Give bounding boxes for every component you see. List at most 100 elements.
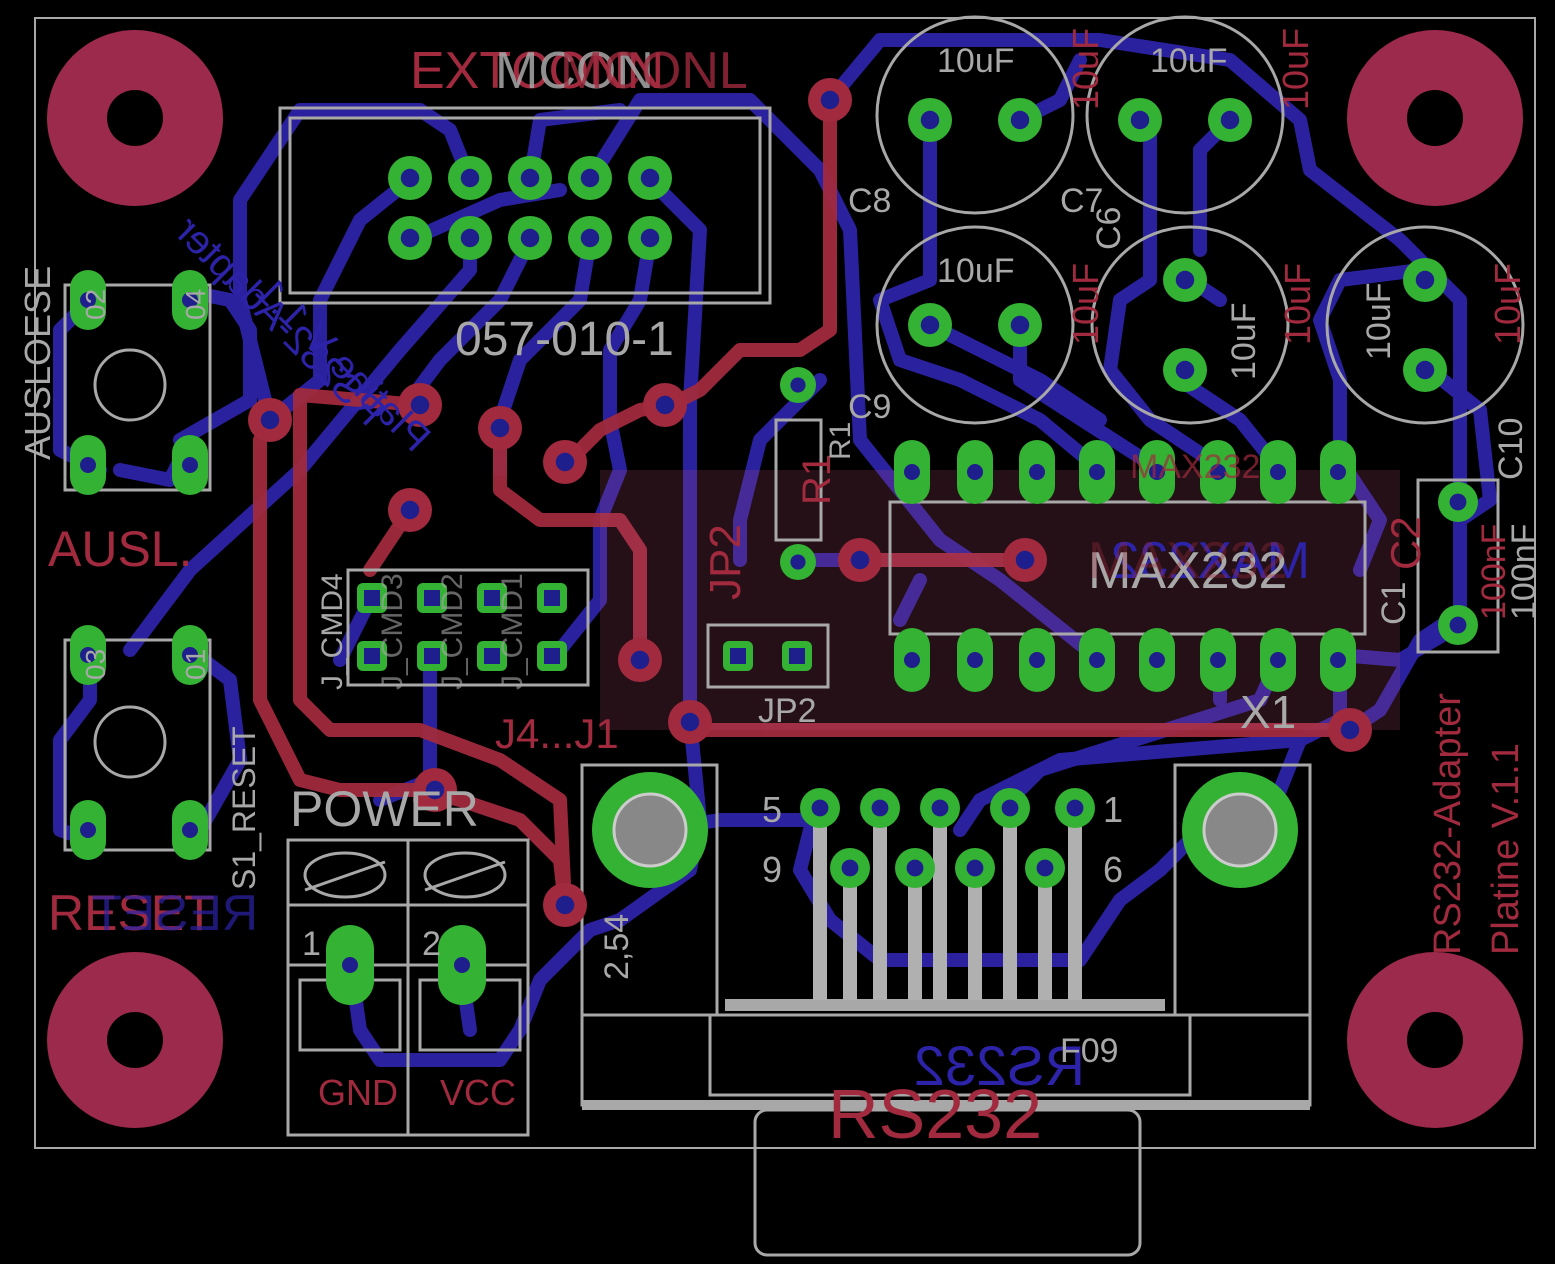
label-cap-red4: 10uF <box>1277 263 1318 345</box>
ic-pad-drill <box>904 652 920 668</box>
via-pad-drill <box>260 410 280 430</box>
via-pad-drill <box>850 550 870 570</box>
ic-pad-drill <box>1029 652 1045 668</box>
label-gnd: GND <box>318 1072 398 1113</box>
ic-pad-drill <box>967 652 983 668</box>
switch-pad-drill <box>80 647 96 663</box>
ic-pad-drill <box>1270 652 1286 668</box>
cap-pad-drill <box>1175 270 1195 290</box>
label-sw-03: 03 <box>80 649 111 680</box>
via-pad-drill <box>425 780 445 800</box>
cap-pad-drill <box>920 110 940 130</box>
label-side-name: RS232-Adapter <box>1427 693 1469 955</box>
power-pad-drill <box>454 957 470 973</box>
db9-pad-drill <box>841 859 859 877</box>
label-x1: X1 <box>1240 686 1296 738</box>
label-c9: C9 <box>848 388 891 426</box>
cap-pad-drill <box>1415 360 1435 380</box>
c12-pad-drill <box>1449 493 1467 511</box>
label-c7: C7 <box>1060 182 1103 220</box>
top-copper-traces <box>253 93 1357 912</box>
label-reset-mirror: RESET <box>91 885 258 941</box>
header-pad-drill <box>520 168 540 188</box>
label-c2: C2 <box>1382 516 1429 570</box>
label-sub-5: 5 <box>762 789 782 830</box>
label-cap1: 10uF <box>937 42 1015 80</box>
label-100nf: 100nF <box>1505 524 1543 620</box>
jcmd-pad-drill <box>544 648 560 664</box>
label-pin2: 2 <box>422 925 441 963</box>
switch-pad-drill <box>182 292 198 308</box>
cap-pad-drill <box>1415 270 1435 290</box>
label-pin1: 1 <box>302 925 321 963</box>
db9-pad-drill <box>1036 859 1054 877</box>
power-pad-drill <box>342 957 358 973</box>
ic-pad-drill <box>1089 652 1105 668</box>
via-pad-drill <box>655 395 675 415</box>
label-r1-ref: R1 <box>824 422 857 460</box>
label-cap-red3: 10uF <box>1065 263 1106 345</box>
label-c1: C1 <box>1375 582 1413 625</box>
via-pad-drill <box>630 650 650 670</box>
label-cap5: 10uF <box>1360 283 1398 361</box>
ic-pad-drill <box>1210 464 1226 480</box>
label-sub-6: 6 <box>1103 849 1123 890</box>
jcmd-pad-drill <box>484 590 500 606</box>
via-pad-drill <box>400 500 420 520</box>
ic-pad-drill <box>1330 464 1346 480</box>
label-cap2: 10uF <box>1150 42 1228 80</box>
db9-pin-leads <box>813 810 1082 1000</box>
header-pad-drill <box>400 168 420 188</box>
via-pad-drill <box>1340 720 1360 740</box>
label-cmd2: J_CMD2 <box>436 573 469 690</box>
label-c10: C10 <box>1492 418 1530 480</box>
jp2-pad-drill <box>789 648 805 664</box>
label-max232-mirror: MAX232 <box>1111 532 1310 590</box>
ic-pad-drill <box>967 464 983 480</box>
db9-pad-drill <box>966 859 984 877</box>
label-sw-01: 01 <box>180 649 211 680</box>
via-pad-drill <box>555 452 575 472</box>
label-max232: MAX232 <box>1088 542 1287 600</box>
jp2-pad-drill <box>730 648 746 664</box>
switch-pad-drill <box>182 822 198 838</box>
label-rs232-mirror: RS232 <box>914 1034 1085 1097</box>
cap-pad-drill <box>1010 315 1030 335</box>
jcmd-pad-drill <box>364 648 380 664</box>
label-max232-red: MAX232 <box>1088 532 1287 590</box>
label-cap-red5: 10uF <box>1487 263 1528 345</box>
label-r1: R1 <box>795 454 839 505</box>
switch-pad-drill <box>80 292 96 308</box>
jcmd-pad-drill <box>484 648 500 664</box>
label-jp2-ref: JP2 <box>758 692 817 730</box>
label-extconn: EXTCONN <box>410 42 664 100</box>
label-cap-red1: 10uF <box>1065 28 1106 110</box>
ic-pad-drill <box>1330 652 1346 668</box>
label-cap4: 10uF <box>1225 303 1263 381</box>
db9-pad-drill <box>1066 799 1084 817</box>
ic-pad-drill <box>1210 652 1226 668</box>
label-reset: RESET <box>48 885 215 941</box>
ic-pad-drill <box>1149 464 1165 480</box>
pads <box>70 78 1478 1005</box>
header-pad-drill <box>640 228 660 248</box>
jcmd-pad-drill <box>424 648 440 664</box>
mounting-holes <box>47 30 1523 1128</box>
db9-pad-drill <box>811 799 829 817</box>
cap-pad-drill <box>1130 110 1150 130</box>
jcmd-pad-drill <box>364 590 380 606</box>
via-pad-drill <box>1015 550 1035 570</box>
label-f09: F09 <box>1060 1032 1119 1070</box>
r1-pad-drill <box>790 377 806 393</box>
label-mcon: MCON <box>495 42 654 100</box>
label-cmd4: J_CMD4 <box>316 573 349 690</box>
label-max232-top: MAX232 <box>1130 448 1260 486</box>
label-s1-reset: S1_RESET <box>226 726 262 890</box>
label-power: POWER <box>290 781 479 837</box>
label-j4-j1: J4...J1 <box>495 710 619 757</box>
label-sw-02: 02 <box>80 289 111 320</box>
db9-pad-drill <box>931 799 949 817</box>
label-cmd1: J_CMD1 <box>496 573 529 690</box>
board-outline <box>34 17 1536 1149</box>
